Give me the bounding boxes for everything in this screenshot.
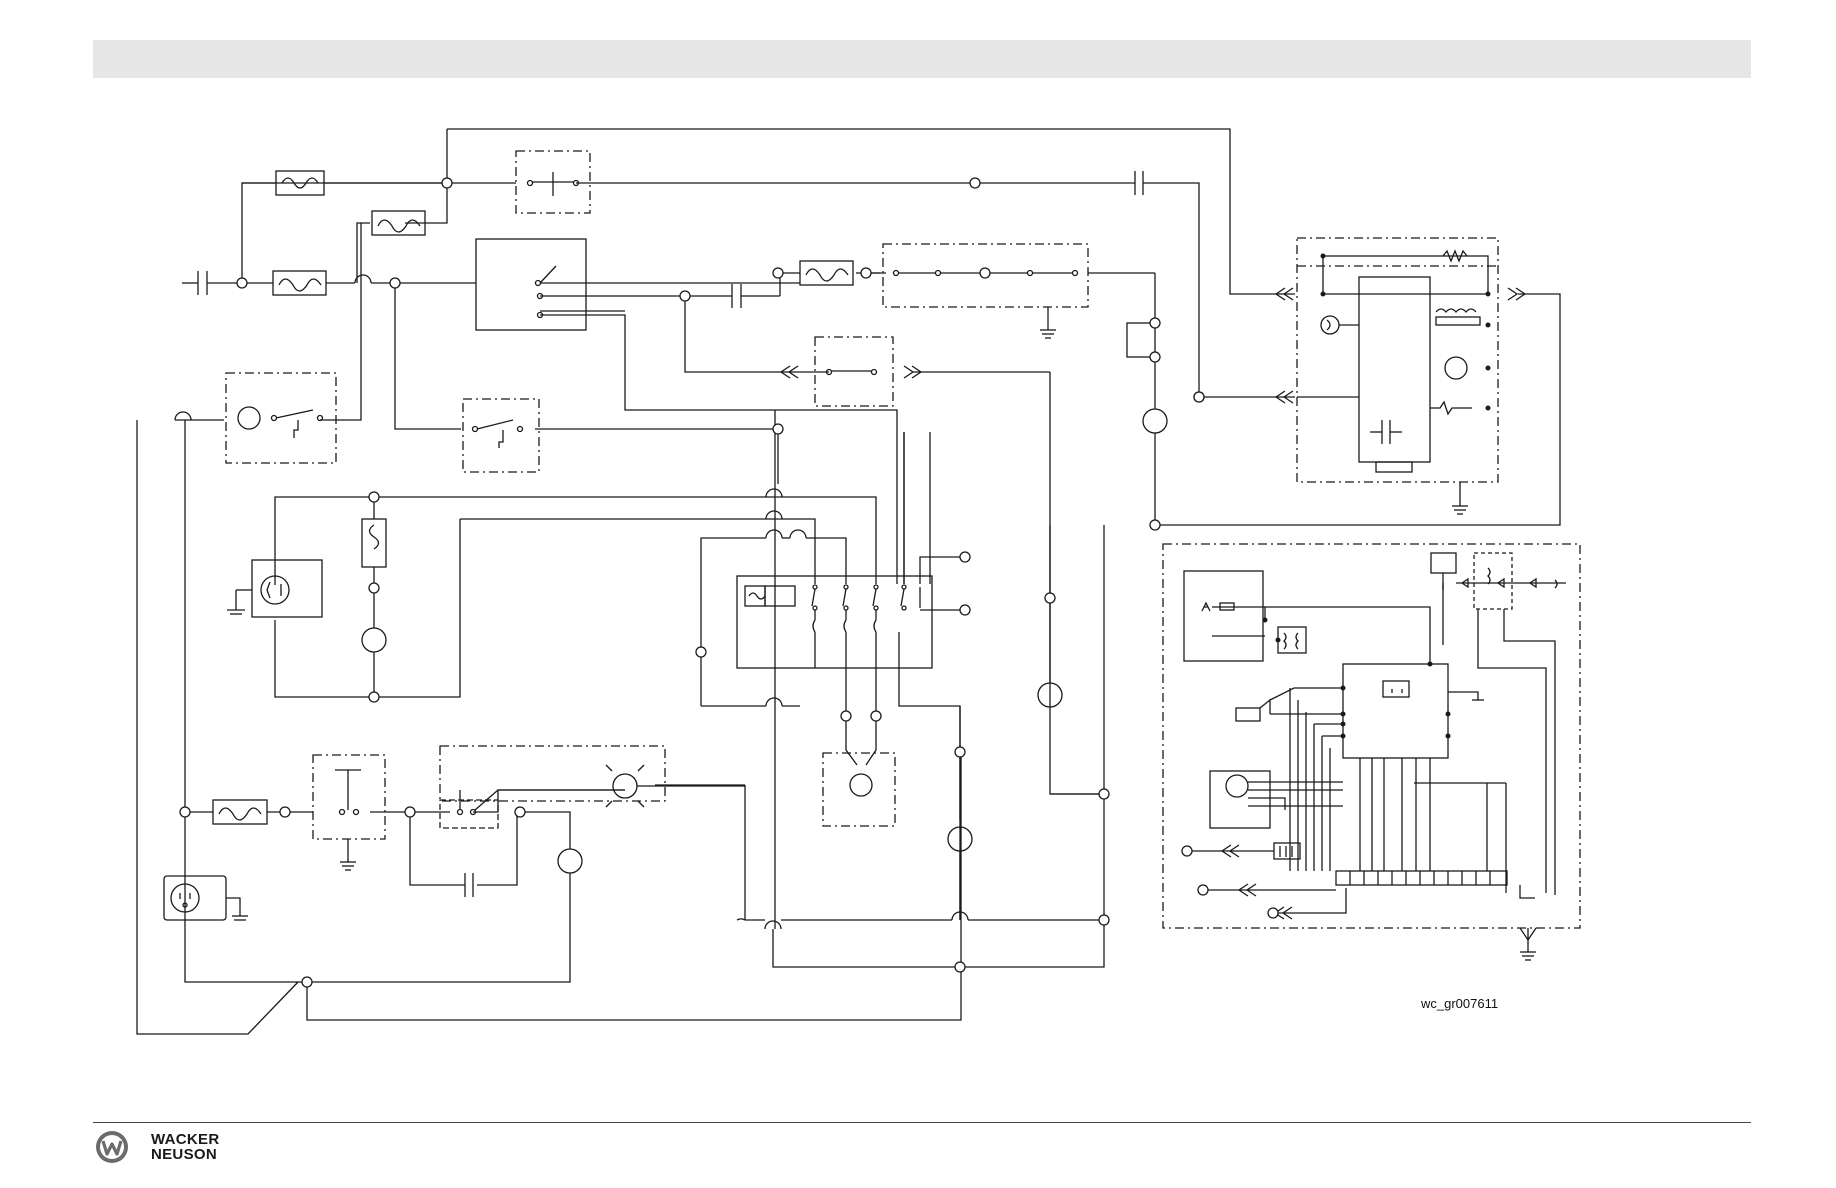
long-runs <box>680 432 1104 967</box>
center-wiring <box>625 410 1104 929</box>
receptacle-duplex <box>164 876 248 920</box>
fuse-vertical-left <box>362 497 386 697</box>
fuse-bottom-left <box>213 800 267 824</box>
capacitor-mid-top <box>732 284 741 308</box>
control-box-right <box>1297 238 1498 482</box>
wacker-neuson-logo-icon <box>95 1130 129 1164</box>
brand-line-2: NEUSON <box>151 1147 219 1162</box>
fuse-top-3 <box>273 271 326 295</box>
capacitor-bottom-left <box>465 873 473 897</box>
fuse-top-4 <box>800 261 853 285</box>
brand-wordmark: WACKER NEUSON <box>151 1132 219 1162</box>
lamp-right-upper <box>1143 409 1167 433</box>
lamp-switch-box <box>440 746 665 801</box>
reset-switch-box <box>463 399 539 472</box>
capacitor-top-right <box>1135 171 1143 195</box>
thermal-switch-contacts <box>894 271 1078 339</box>
circuit-breaker-box <box>226 373 336 463</box>
contactor-box <box>737 557 965 668</box>
controller-internals <box>1184 553 1566 960</box>
fuse-top-2 <box>372 211 425 235</box>
diagram-reference-code: wc_gr007611 <box>1421 996 1498 1011</box>
top-feed-wiring <box>182 129 1295 794</box>
motor <box>815 632 895 826</box>
lamp-switch-contacts <box>440 765 745 828</box>
receptacle-twistlock <box>227 497 775 697</box>
relay-coil-small <box>1127 323 1155 357</box>
circuit-breaker-contacts <box>238 407 323 438</box>
control-box-internals <box>1155 251 1560 525</box>
footer-rule <box>93 1122 1751 1123</box>
selector-switch-box <box>476 239 586 330</box>
push-switch-contacts <box>335 770 361 870</box>
reset-switch-contacts <box>473 420 523 448</box>
switch-top-contacts <box>528 172 579 196</box>
push-switch-box <box>313 755 385 839</box>
left-loop-wiring <box>137 223 961 1034</box>
capacitor-top-left <box>198 271 207 295</box>
brand-line-1: WACKER <box>151 1132 219 1147</box>
